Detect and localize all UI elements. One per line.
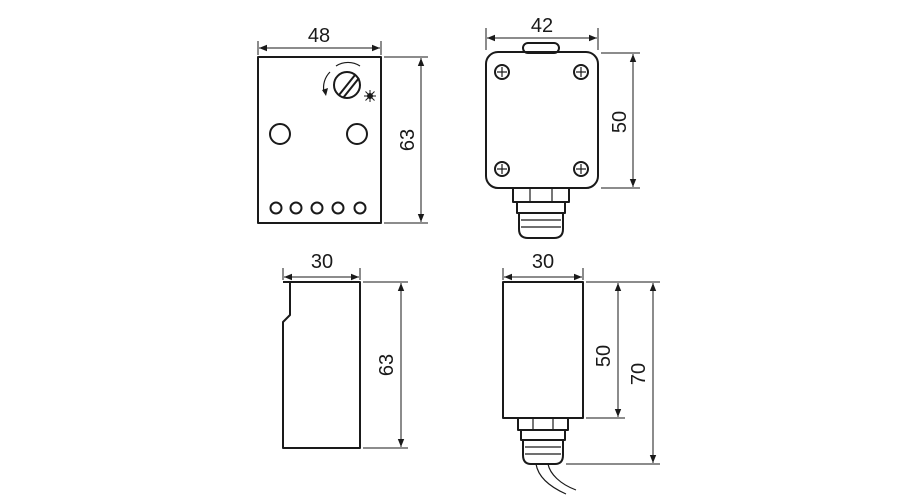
screw-icon <box>494 161 510 177</box>
side-width-label: 30 <box>311 251 333 273</box>
screw-icon <box>573 64 589 80</box>
side-gland-total-height-label: 70 <box>628 363 650 385</box>
right-indicator <box>346 123 368 145</box>
back-view: 42 50 <box>485 15 640 239</box>
front-housing <box>257 56 382 224</box>
front-height-label: 63 <box>397 129 419 151</box>
side-gland-housing <box>502 281 584 419</box>
side-gland-view: 30 50 70 <box>502 251 660 495</box>
side-housing <box>282 281 361 449</box>
side-height-label: 63 <box>376 354 398 376</box>
left-indicator <box>269 123 291 145</box>
back-height-label: 50 <box>609 111 631 133</box>
cable-gland <box>517 417 569 465</box>
side-gland-width-label: 30 <box>532 251 554 273</box>
side-gland-body-height-label: 50 <box>593 345 615 367</box>
cable <box>535 463 567 495</box>
front-view: 48 63 <box>257 25 428 224</box>
adjustment-knob-icon <box>322 61 361 99</box>
light-sensor-icon <box>364 90 376 102</box>
front-width-label: 48 <box>308 25 330 47</box>
cable-gland <box>512 187 570 239</box>
terminal-row <box>269 201 367 215</box>
screw-icon <box>573 161 589 177</box>
side-view: 30 63 <box>282 251 408 449</box>
cable <box>547 463 577 491</box>
back-width-label: 42 <box>531 15 553 37</box>
screw-icon <box>494 64 510 80</box>
